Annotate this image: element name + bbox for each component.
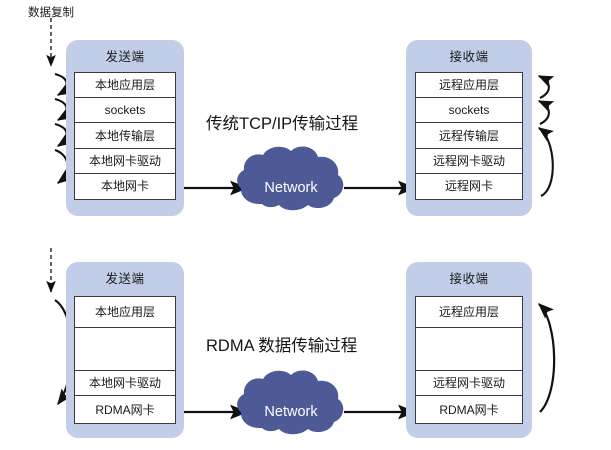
rdma-layer-remote-nic-driver[interactable]: 远程网卡驱动 bbox=[416, 370, 522, 397]
bottom-receiver-title: 接收端 bbox=[449, 272, 489, 286]
layer-remote-app[interactable]: 远程应用层 bbox=[416, 73, 522, 99]
rdma-layer-bypass-gap-remote bbox=[416, 327, 522, 371]
layer-remote-nic[interactable]: 远程网卡 bbox=[416, 173, 522, 199]
receiver-copy-arrow-bottom bbox=[538, 303, 556, 413]
rdma-layer-local-nic-driver[interactable]: 本地网卡驱动 bbox=[75, 370, 175, 397]
rdma-layer-remote-app[interactable]: 远程应用层 bbox=[416, 297, 522, 328]
network-cloud-top bbox=[237, 146, 344, 211]
top-caption: 传统TCP/IP传输过程 bbox=[206, 115, 359, 133]
layer-sockets-local[interactable]: sockets bbox=[75, 98, 175, 124]
layer-local-nic[interactable]: 本地网卡 bbox=[75, 173, 175, 199]
rdma-layer-local-nic[interactable]: RDMA网卡 bbox=[75, 396, 175, 423]
receiver-copy-arrows-top bbox=[537, 75, 555, 197]
bottom-sender-stack: 本地应用层 本地网卡驱动 RDMA网卡 bbox=[74, 296, 176, 424]
layer-local-nic-driver[interactable]: 本地网卡驱动 bbox=[75, 148, 175, 174]
layer-local-app[interactable]: 本地应用层 bbox=[75, 73, 175, 99]
network-cloud-bottom-label: Network bbox=[264, 404, 318, 420]
rdma-layer-local-app[interactable]: 本地应用层 bbox=[75, 297, 175, 328]
top-receiver-stack: 远程应用层 sockets 远程传输层 远程网卡驱动 远程网卡 bbox=[415, 72, 523, 200]
rdma-layer-bypass-gap-local bbox=[75, 327, 175, 371]
layer-remote-nic-driver[interactable]: 远程网卡驱动 bbox=[416, 148, 522, 174]
bottom-caption: RDMA 数据传输过程 bbox=[206, 337, 358, 355]
top-sender-stack: 本地应用层 sockets 本地传输层 本地网卡驱动 本地网卡 bbox=[74, 72, 176, 200]
layer-remote-transport[interactable]: 远程传输层 bbox=[416, 123, 522, 149]
layer-sockets-remote[interactable]: sockets bbox=[416, 98, 522, 124]
rdma-layer-remote-nic[interactable]: RDMA网卡 bbox=[416, 396, 522, 423]
network-cloud-bottom bbox=[237, 370, 344, 435]
network-cloud-top-label: Network bbox=[264, 180, 318, 196]
top-sender-title: 发送端 bbox=[105, 50, 145, 64]
bottom-sender-title: 发送端 bbox=[105, 272, 145, 286]
bottom-receiver-stack: 远程应用层 远程网卡驱动 RDMA网卡 bbox=[415, 296, 523, 424]
top-receiver-title: 接收端 bbox=[449, 50, 489, 64]
layer-local-transport[interactable]: 本地传输层 bbox=[75, 123, 175, 149]
data-copy-label: 数据复制 bbox=[28, 7, 74, 19]
